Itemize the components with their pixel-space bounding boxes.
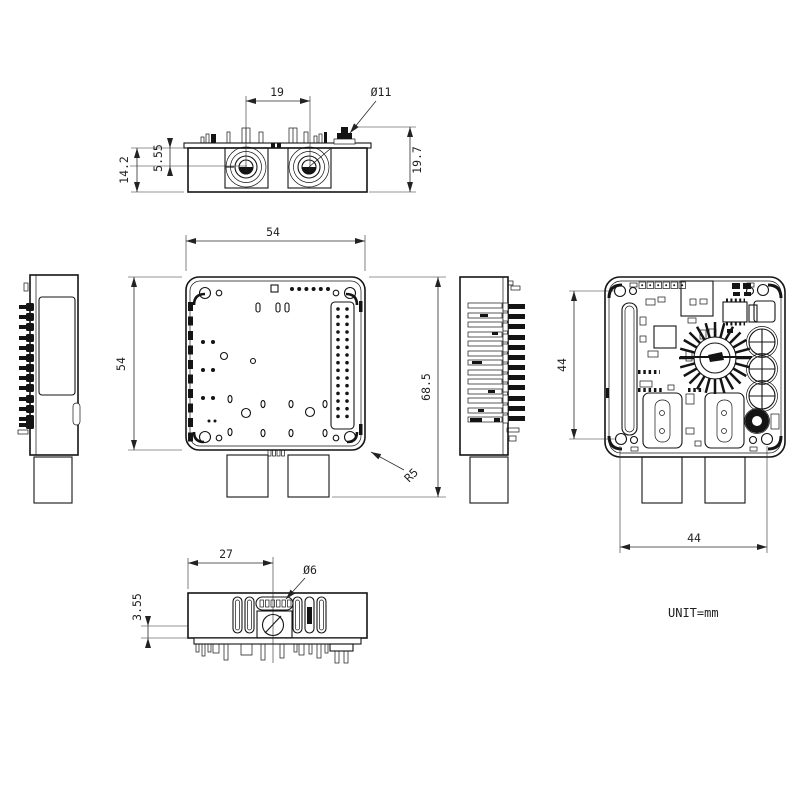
internal-toroid-inductor bbox=[679, 322, 752, 394]
top-view: 54 54 68.5 R5 bbox=[114, 225, 446, 498]
top-view-pin-header bbox=[330, 301, 355, 430]
dim-label-body-depth: 54 bbox=[114, 357, 128, 371]
dim-label-shaft-height: 19.7 bbox=[410, 146, 424, 174]
dim-pin-pitch: 19 bbox=[245, 85, 311, 172]
front-view: 19 Ø11 14.2 5.55 19.7 bbox=[117, 85, 424, 193]
dim-label-hole-span-h: 44 bbox=[687, 531, 701, 545]
dim-label-adjuster-dia: Ø6 bbox=[303, 563, 317, 577]
bottom-view: 27 Ø6 3.55 bbox=[130, 547, 368, 664]
dim-label-shaft-dia: Ø11 bbox=[371, 85, 392, 99]
internal-bottom-slots bbox=[642, 392, 745, 449]
front-shaft bbox=[333, 127, 356, 145]
dim-front-height: 14.2 bbox=[117, 147, 184, 193]
dim-label-corner-radius: R5 bbox=[401, 465, 421, 485]
dim-label-front-height: 14.2 bbox=[117, 156, 131, 184]
dim-overall-height: 68.5 bbox=[332, 276, 446, 498]
dim-label-lip-height: 3.55 bbox=[130, 593, 144, 621]
unit-note: UNIT=mm bbox=[668, 606, 719, 620]
dim-label-adjuster-offset: 27 bbox=[219, 547, 233, 561]
dim-label-body-width: 54 bbox=[266, 225, 280, 239]
internal-view: 44 44 bbox=[555, 276, 786, 553]
right-view-vents bbox=[467, 302, 503, 423]
internal-capacitors bbox=[746, 326, 778, 412]
top-view-pads bbox=[201, 302, 328, 438]
bottom-view-adjuster bbox=[255, 596, 294, 639]
dim-body-depth: 54 bbox=[114, 276, 182, 451]
internal-qfp-ic bbox=[722, 298, 748, 326]
front-connector-right bbox=[287, 146, 332, 189]
dim-body-width: 54 bbox=[185, 225, 366, 271]
dim-hole-span-h: 44 bbox=[619, 446, 768, 553]
dim-label-pin-pitch: 19 bbox=[270, 85, 284, 99]
dim-label-hole-span-v: 44 bbox=[555, 358, 569, 372]
dim-hole-span-v: 44 bbox=[555, 290, 615, 440]
dim-lip-height: 3.55 bbox=[130, 593, 194, 648]
dim-adjuster-dia: Ø6 bbox=[285, 563, 317, 600]
left-side-view bbox=[17, 274, 81, 504]
dim-corner-radius: R5 bbox=[370, 451, 421, 485]
internal-capacitor-square bbox=[753, 300, 776, 323]
bottom-view-pins bbox=[195, 643, 354, 664]
dim-shaft-height: 19.7 bbox=[356, 126, 424, 193]
bottom-view-slots bbox=[232, 596, 327, 634]
dim-top-to-center: 5.55 bbox=[130, 138, 247, 176]
dim-shaft-dia: Ø11 bbox=[349, 85, 392, 134]
top-view-corner-holes bbox=[198, 286, 357, 444]
dim-adjuster-offset: 27 bbox=[187, 547, 273, 589]
internal-corner-holes bbox=[613, 282, 774, 452]
right-side-view bbox=[459, 276, 526, 504]
dim-label-overall-height: 68.5 bbox=[419, 373, 433, 401]
internal-transformer bbox=[680, 280, 714, 317]
front-top-pins bbox=[200, 127, 327, 148]
dim-label-top-to-center: 5.55 bbox=[151, 144, 165, 172]
